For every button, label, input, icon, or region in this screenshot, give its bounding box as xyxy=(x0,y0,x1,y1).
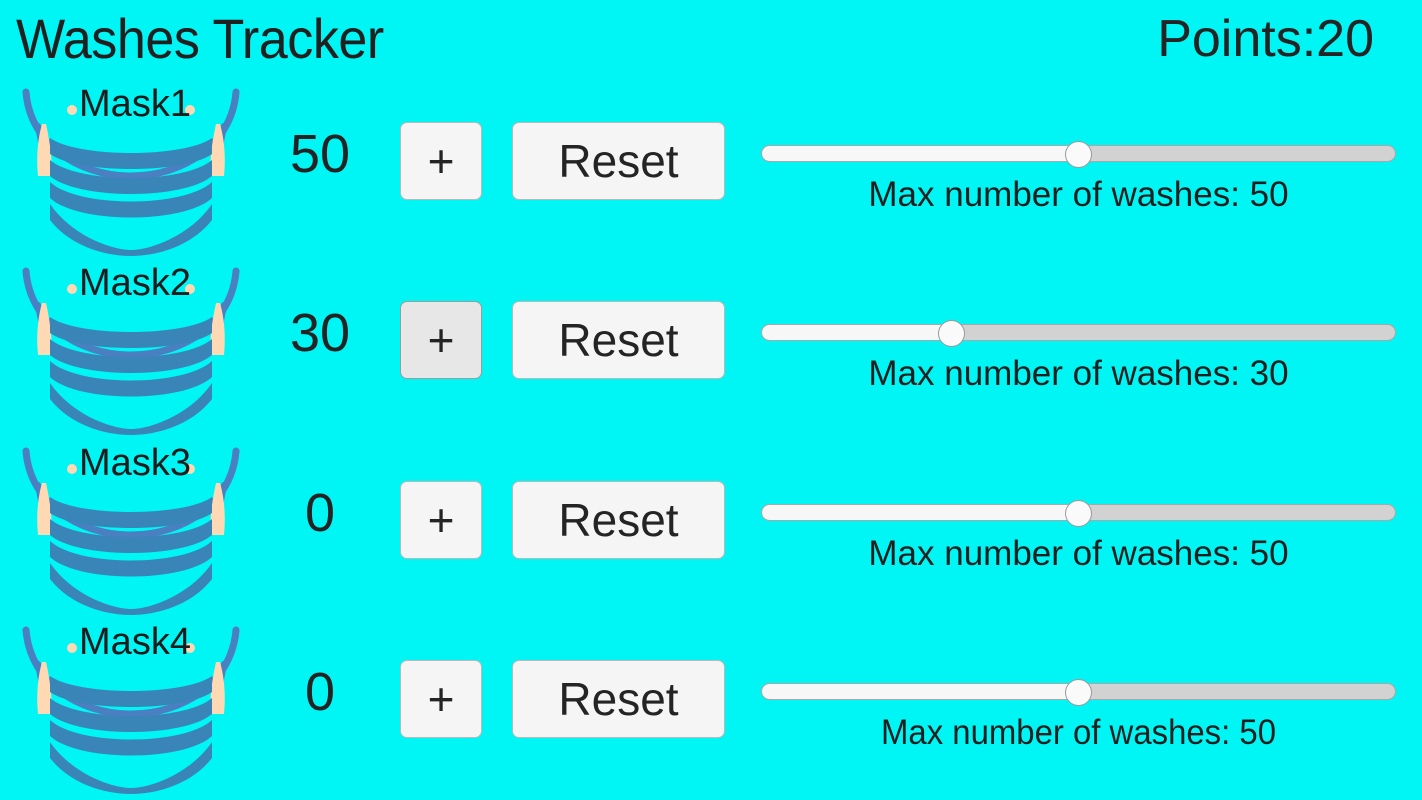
slider-thumb[interactable] xyxy=(1065,679,1092,706)
reset-button[interactable]: Reset xyxy=(512,122,725,200)
mask-row: Mask2 30 + Reset Max number of washes: 3… xyxy=(0,257,1422,436)
slider-thumb[interactable] xyxy=(938,320,965,347)
mask-row: Mask1 50 + Reset Max number of washes: 5… xyxy=(0,78,1422,257)
slider-track-fill xyxy=(762,146,1079,161)
slider-thumb[interactable] xyxy=(1065,141,1092,168)
max-washes-caption: Max number of washes: 50 xyxy=(880,713,1277,752)
increment-button[interactable]: + xyxy=(400,660,482,738)
max-washes-caption: Max number of washes: 50 xyxy=(868,534,1289,573)
mask-row: Mask3 0 + Reset Max number of washes: 50 xyxy=(0,437,1422,616)
slider-track-fill xyxy=(762,505,1079,520)
face-mask-icon xyxy=(22,267,240,435)
mask-icon-cell: Mask2 xyxy=(8,257,254,436)
increment-button[interactable]: + xyxy=(400,481,482,559)
mask-icon-cell: Mask3 xyxy=(8,437,254,616)
max-washes-slider-cell: Max number of washes: 50 xyxy=(761,616,1396,795)
face-mask-icon xyxy=(22,626,240,794)
max-washes-slider[interactable] xyxy=(761,320,1396,347)
wash-count-value: 50 xyxy=(289,124,351,184)
points-counter: Points:20 xyxy=(1157,10,1374,68)
mask-row: Mask4 0 + Reset Max number of washes: 50 xyxy=(0,616,1422,795)
reset-button[interactable]: Reset xyxy=(512,481,725,559)
increment-button[interactable]: + xyxy=(400,122,482,200)
increment-button[interactable]: + xyxy=(400,301,482,379)
face-mask-icon xyxy=(22,88,240,256)
max-washes-slider[interactable] xyxy=(761,679,1396,706)
slider-track-fill xyxy=(762,325,952,340)
wash-count-value: 30 xyxy=(289,303,351,363)
max-washes-caption: Max number of washes: 50 xyxy=(868,175,1289,214)
max-washes-slider-cell: Max number of washes: 30 xyxy=(761,257,1396,436)
max-washes-slider[interactable] xyxy=(761,141,1396,168)
mask-icon-cell: Mask1 xyxy=(8,78,254,257)
reset-button[interactable]: Reset xyxy=(512,301,725,379)
slider-thumb[interactable] xyxy=(1065,500,1092,527)
max-washes-caption: Max number of washes: 30 xyxy=(868,354,1289,393)
wash-count-value: 0 xyxy=(304,483,336,543)
face-mask-icon xyxy=(22,447,240,615)
page-title: Washes Tracker xyxy=(16,7,384,70)
wash-count-value: 0 xyxy=(304,662,336,722)
slider-track[interactable] xyxy=(761,324,1396,341)
reset-button[interactable]: Reset xyxy=(512,660,725,738)
max-washes-slider[interactable] xyxy=(761,500,1396,527)
slider-track-fill xyxy=(762,684,1079,699)
max-washes-slider-cell: Max number of washes: 50 xyxy=(761,78,1396,257)
mask-icon-cell: Mask4 xyxy=(8,616,254,795)
max-washes-slider-cell: Max number of washes: 50 xyxy=(761,437,1396,616)
app-header: Washes Tracker Points:20 xyxy=(0,0,1422,78)
